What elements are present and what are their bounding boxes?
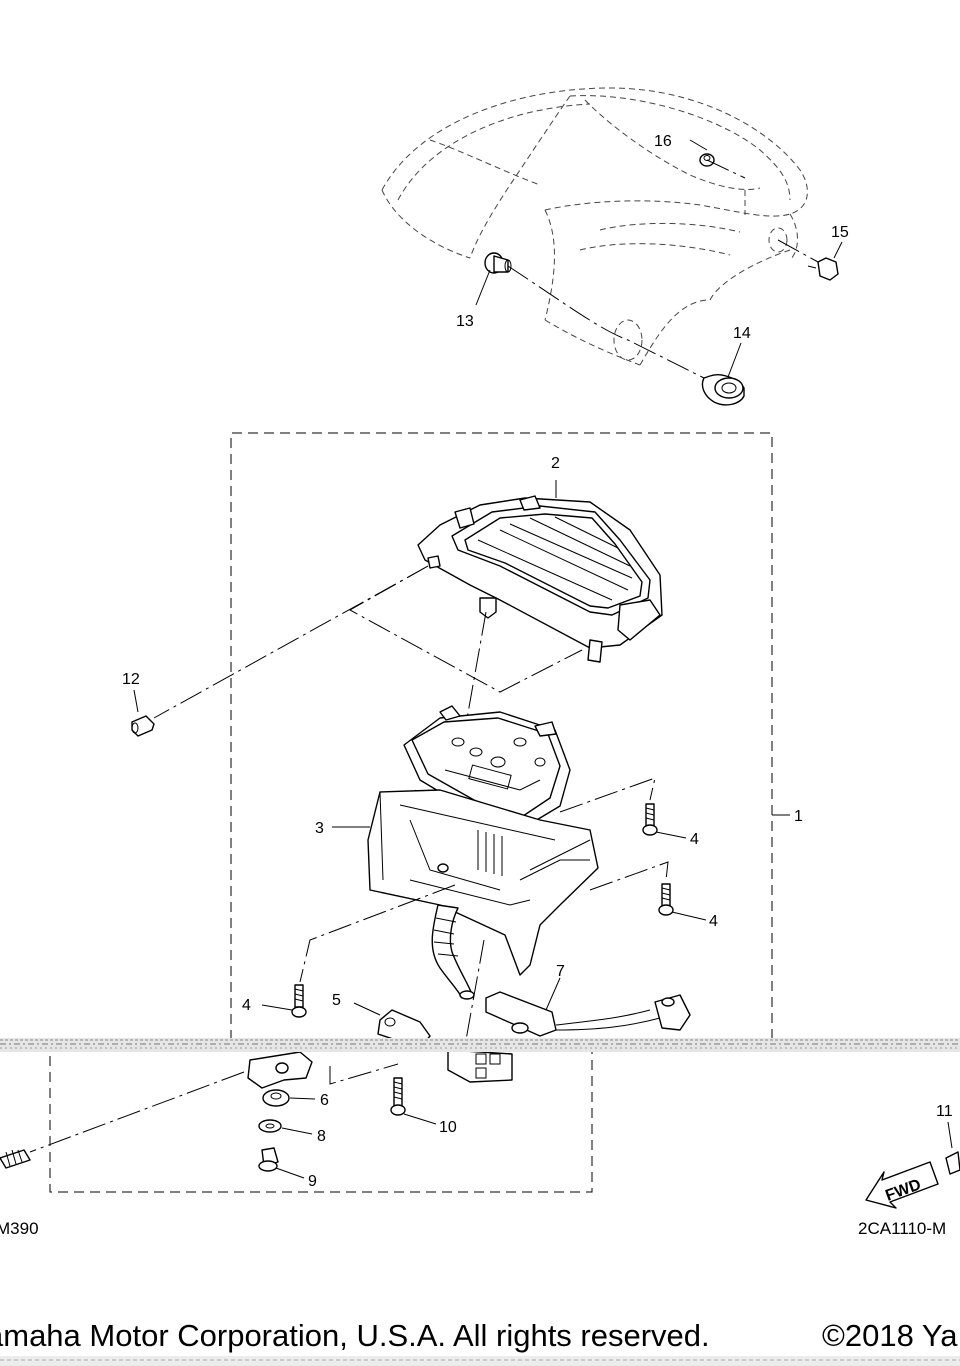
callout-15: 15	[831, 224, 849, 241]
part-10-bolt	[390, 1077, 437, 1125]
callout-5: 5	[332, 992, 341, 1009]
part-6-grommet	[262, 1089, 316, 1107]
callout-1: 1	[794, 808, 803, 825]
part-2-meter-cover	[417, 480, 663, 663]
part-4-bolt-middle	[658, 883, 707, 921]
part-7-sensor	[485, 977, 691, 1037]
long-bolt	[0, 1071, 245, 1169]
callout-11: 11	[936, 1103, 953, 1120]
callout-9: 9	[308, 1173, 317, 1190]
copyright-footer-right: ©2018 Ya	[822, 1318, 958, 1353]
callout-12: 12	[122, 671, 140, 688]
copyright-footer-left: amaha Motor Corporation, U.S.A. All righ…	[0, 1318, 710, 1353]
callout-4b: 4	[709, 913, 718, 930]
callout-16: 16	[654, 133, 672, 150]
diagram-code-right: 2CA1110-M	[858, 1219, 946, 1238]
callout-14: 14	[733, 325, 751, 342]
callout-8: 8	[317, 1128, 326, 1145]
part-4-bolt-upper	[642, 803, 687, 839]
part-12-spacer	[131, 689, 155, 737]
callout-4a: 4	[690, 831, 699, 848]
callout-4c: 4	[242, 997, 251, 1014]
fwd-arrow: FWD	[865, 1161, 939, 1209]
part-11-nut	[945, 1121, 960, 1175]
lower-stay	[247, 1051, 313, 1089]
callout-10: 10	[439, 1119, 457, 1136]
meter-board	[403, 705, 571, 853]
part-3-meter-case	[332, 789, 599, 976]
wire-harness	[431, 904, 475, 1000]
callout-2: 2	[551, 455, 560, 472]
callout-6: 6	[320, 1092, 329, 1109]
part-8-washer	[258, 1119, 313, 1135]
part-4-bolt-lower	[261, 984, 307, 1018]
part-13-collar	[475, 252, 512, 306]
callout-13: 13	[456, 313, 474, 330]
part-15-screw	[807, 241, 843, 281]
assembly-frame	[49, 432, 790, 1193]
part-14-grommet	[701, 342, 745, 406]
fairing-outline	[381, 87, 808, 366]
diagram-code-left: M390	[0, 1219, 39, 1238]
callout-7: 7	[556, 963, 565, 980]
callout-3: 3	[315, 820, 324, 837]
torn-edge-band	[0, 1038, 960, 1366]
part-9-screw	[258, 1147, 305, 1179]
